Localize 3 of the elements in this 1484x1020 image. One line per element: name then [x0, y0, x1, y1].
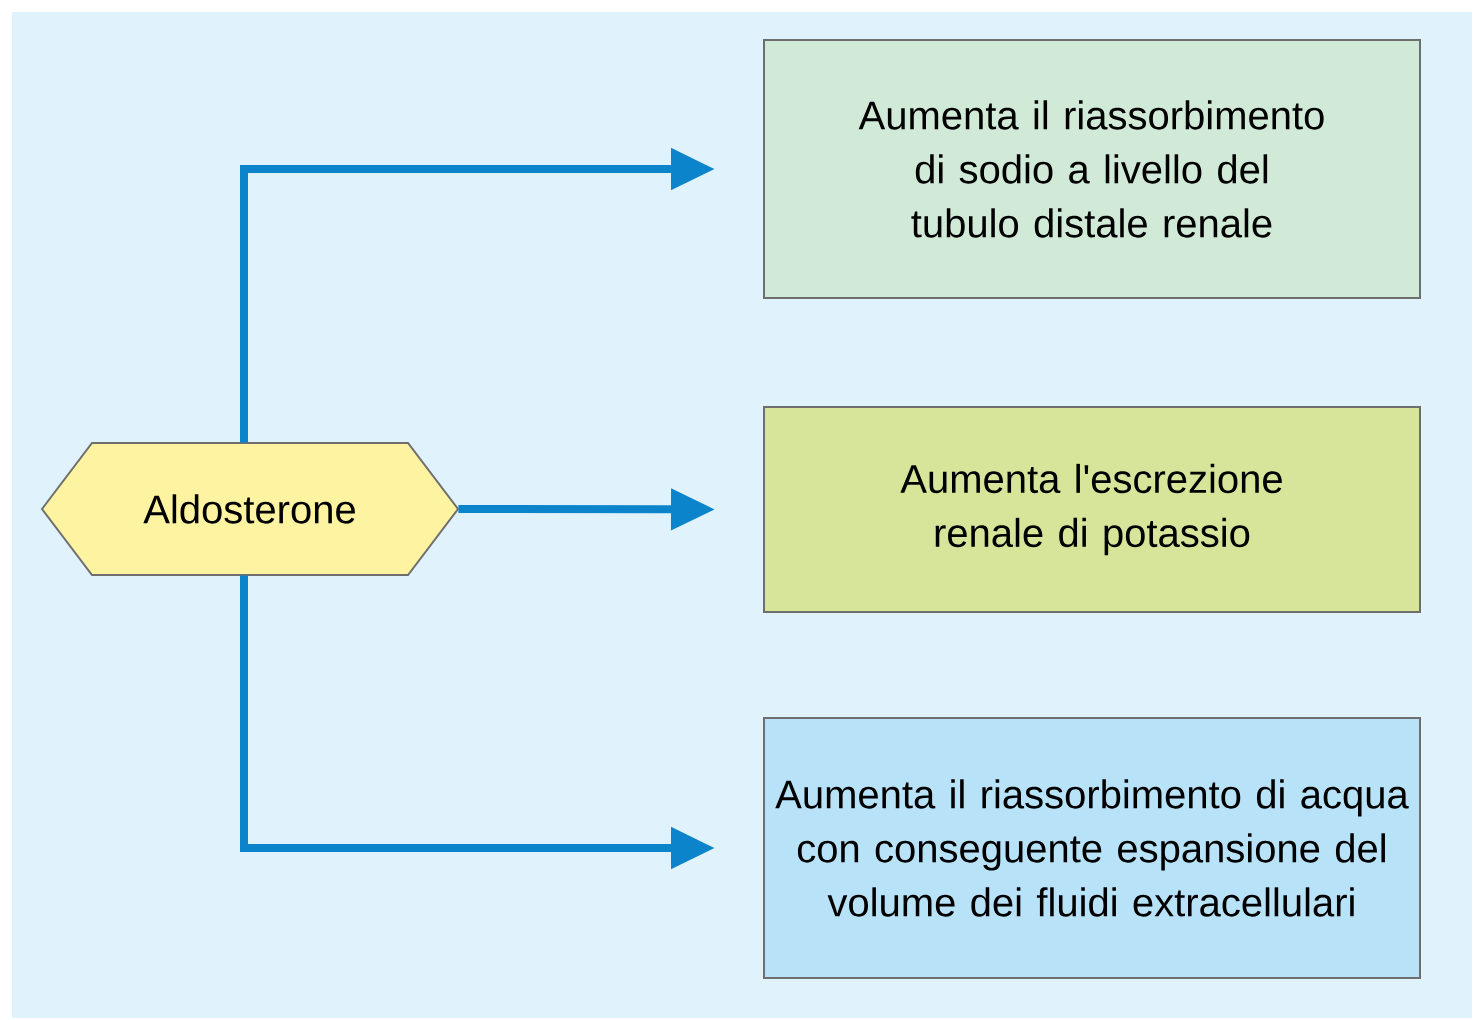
process-box: Aumenta l'escrezione renale di potassio: [763, 406, 1421, 613]
process-box: Aumenta il riassorbimento di acqua con conseguente espansione del volume dei fluidi extracellulari: [763, 717, 1421, 979]
process-box: Aumenta il riassorbimento di sodio a livello del tubulo distale renale: [763, 39, 1421, 299]
